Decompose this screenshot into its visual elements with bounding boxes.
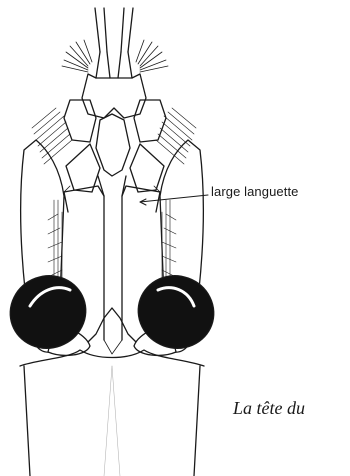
lower-body (20, 350, 204, 476)
languette-label: large languette (211, 184, 299, 199)
leg-bristles (48, 200, 176, 282)
left-eye (0, 265, 96, 359)
right-eye (128, 265, 224, 359)
bristle-tufts-top (62, 40, 168, 72)
figure-caption: La tête du (233, 398, 305, 419)
callout-leader (140, 195, 208, 205)
antennae (95, 8, 133, 78)
bristle-fans (32, 108, 196, 164)
